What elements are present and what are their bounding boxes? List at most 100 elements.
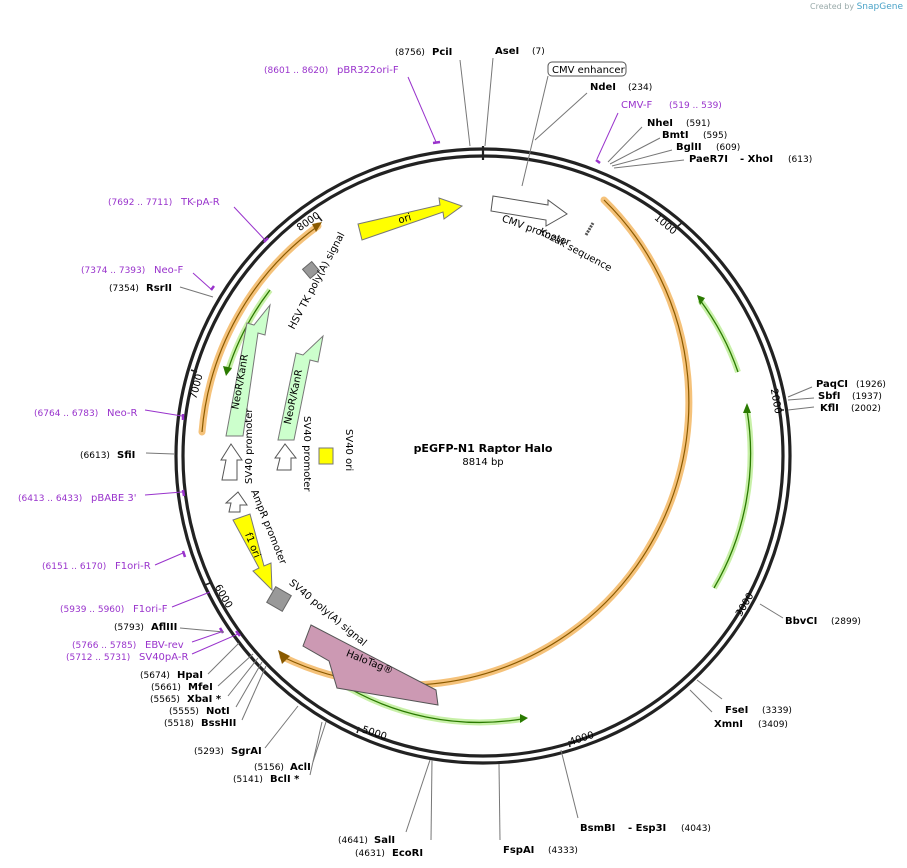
leader-f1ori-f (171, 591, 211, 608)
green-orf-4-arrow (223, 366, 232, 376)
leader-bsshii (241, 665, 267, 721)
green-orf-1-arrow (697, 295, 705, 305)
leader-pcii (459, 59, 471, 147)
leader-f1ori-r (154, 552, 184, 566)
leader-hpai (207, 642, 240, 675)
leader-rsrii (179, 286, 214, 298)
hsv-tk-polya-box (301, 260, 321, 280)
F1ori-R-mark (181, 550, 187, 558)
ebv-rev-name: EBV-rev (145, 640, 184, 651)
leader-sv40pa-r (191, 633, 239, 655)
cmv-enhancer-box (547, 61, 627, 77)
snapgene-brand: Created by SnapGene (810, 2, 903, 12)
neo-r-name: Neo-R (107, 408, 138, 419)
asei-name: AseI (495, 46, 519, 57)
fspai-name: FspAI (503, 845, 534, 856)
afliii-name: AflIII (151, 622, 177, 633)
tick-7000-label: 7000 (188, 373, 205, 400)
bmti-name: BmtI (662, 130, 689, 141)
leader-paqci (787, 386, 813, 398)
leader-paer7i (613, 159, 685, 169)
acli-name: AclI (290, 762, 311, 773)
cmv-enhancer: CMV enhancer (521, 61, 627, 187)
TK-pA-R-mark (263, 237, 269, 243)
green-orf-2-arrow (743, 403, 751, 413)
leader-neo-r (144, 409, 183, 417)
backbone-inner-ring (181, 154, 785, 758)
leader-bsmbi (560, 749, 579, 819)
leader-pbr322ori-f (407, 76, 437, 143)
sv40-ori-box (318, 447, 334, 465)
leader-asei (484, 57, 494, 147)
leader-sfii (145, 452, 175, 455)
leader-ebv-rev (191, 631, 222, 643)
ebv-rev-range: (5766 .. 5785) (72, 641, 136, 651)
fspai-pos: (4333) (548, 846, 578, 856)
rsrii-pos: (7354) (109, 284, 139, 294)
leader-acli (312, 721, 327, 763)
tick-7000-mark (190, 369, 198, 373)
bbvci-name: BbvCI (785, 616, 817, 627)
neor-kanr-1-arrow (225, 303, 271, 437)
ori-feature (357, 197, 464, 241)
paqci-pos: (1926) (856, 380, 886, 390)
green-orf-3-arrow (520, 714, 528, 723)
kozak-label: Kozak sequence (537, 227, 613, 275)
sv40-promoter-2-label: SV40 promoter (301, 416, 312, 492)
fsei-name: FseI (725, 705, 748, 716)
sali-pos: (4641) (338, 836, 368, 846)
rsrii-name: RsrII (146, 283, 172, 294)
sv40-polya-box (266, 586, 292, 612)
xbai-pos: (5565) (150, 695, 180, 705)
sgrai-name: SgrAI (231, 746, 262, 757)
leader-ecori (430, 759, 433, 841)
leader-lines (145, 57, 815, 841)
ampr-promoter-arrow (224, 491, 248, 513)
sbfi-name: SbfI (818, 391, 840, 402)
pbabe3-range: (6413 .. 6433) (18, 494, 82, 504)
sbfi-pos: (1937) (852, 392, 882, 402)
bmti-pos: (595) (703, 131, 727, 141)
bsshii-name: BssHII (201, 718, 236, 729)
acli-pos: (5156) (254, 763, 284, 773)
ndei-pos: (234) (628, 83, 652, 93)
pbr322ori-f-name: pBR322ori-F (337, 65, 399, 76)
leader-bcli (309, 721, 323, 776)
tk-pa-r-name: TK-pA-R (180, 197, 220, 208)
tick-2000-label: 2000 (768, 388, 783, 415)
kfli-pos: (2002) (851, 404, 881, 414)
leader-cmv-f (596, 112, 619, 160)
sv40pa-r-range: (5712 .. 5731) (66, 653, 130, 663)
tick-8000-mark (317, 215, 323, 222)
backbone (174, 146, 792, 765)
ori-label: ori (397, 212, 413, 226)
leader-fsei (696, 679, 723, 700)
noti-name: NotI (206, 706, 230, 717)
leader-noti (235, 661, 263, 708)
leader-mfei (217, 653, 254, 687)
ecori-name: EcoRI (392, 848, 423, 859)
enzyme-labels: (8756) PciI AseI (7) NdeI (234) NheI (59… (80, 46, 886, 859)
halotag-arrow (302, 624, 439, 706)
green-orf-2-band (711, 409, 754, 590)
pcii-name: PciI (432, 47, 452, 58)
snapgene-logo: SnapGene (856, 2, 903, 12)
sfii-name: SfiI (117, 450, 135, 461)
primer-leaders (144, 76, 619, 655)
fsei-pos: (3339) (762, 706, 792, 716)
esp3i-name: - Esp3I (628, 823, 666, 834)
neo-f-name: Neo-F (154, 265, 184, 276)
sv40-ori-label: SV40 ori (343, 429, 354, 471)
raptor-orf-arrowhead (278, 650, 290, 664)
ndei-name: NdeI (590, 82, 616, 93)
leader-sbfi (787, 397, 815, 401)
leader-ndei (534, 92, 588, 141)
neor-kanr-2-arrow (277, 334, 324, 441)
f1ori-f-name: F1ori-F (133, 604, 168, 615)
bsmbi-name: BsmBI (580, 823, 615, 834)
sgrai-pos: (5293) (194, 747, 224, 757)
green-orf-2-line (713, 409, 752, 589)
xhoi-name: - XhoI (740, 154, 773, 165)
tick-3000-mark (736, 609, 742, 615)
SV40pA-R-mark (235, 630, 241, 637)
